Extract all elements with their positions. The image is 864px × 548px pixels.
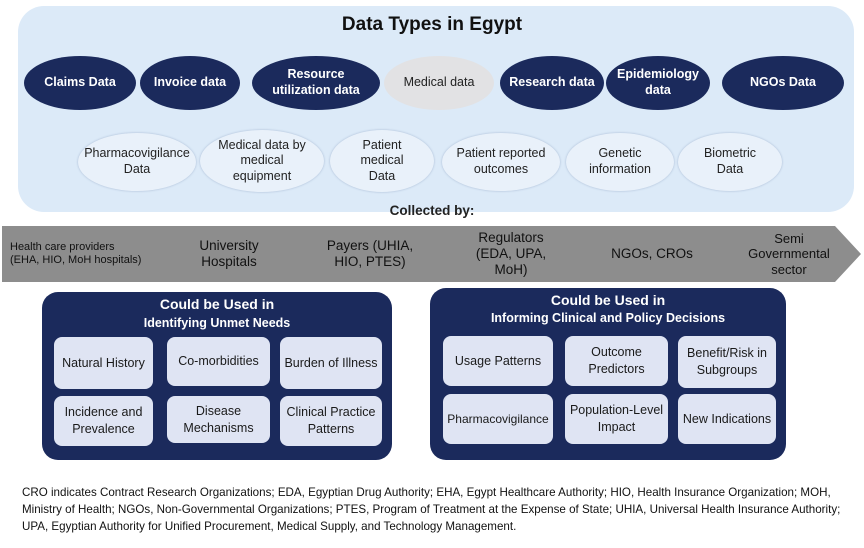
data-type-research: Research data xyxy=(500,56,604,110)
data-type-patient-reported: Patient reported outcomes xyxy=(442,133,560,191)
collected-by-label: Collected by: xyxy=(389,203,475,218)
use-outcome-predictors: Outcome Predictors xyxy=(565,336,668,386)
uses-right-heading: Could be Used in xyxy=(550,292,666,308)
abbreviations-footnote: CRO indicates Contract Research Organiza… xyxy=(22,486,841,533)
diagram-title: Data Types in Egypt xyxy=(341,14,523,35)
data-type-medical: Medical data xyxy=(384,56,494,110)
data-type-pharmacovigilance: Pharmacovigilance Data xyxy=(78,133,196,191)
use-new-indications: New Indications xyxy=(678,394,776,444)
use-pharmacovigilance: Pharmacovigilance xyxy=(443,394,553,444)
data-type-medical-equipment: Medical data by medical equipment xyxy=(200,130,324,192)
data-type-resource-utilization: Resource utilization data xyxy=(252,56,380,110)
use-disease-mechanisms: Disease Mechanisms xyxy=(167,396,270,443)
collector-university-hospitals: University Hospitals xyxy=(145,226,313,282)
uses-left-subheading: Identifying Unmet Needs xyxy=(143,316,291,330)
uses-right-subheading: Informing Clinical and Policy Decisions xyxy=(490,311,726,325)
data-type-biometric: Biometric Data xyxy=(678,133,782,191)
use-incidence-prevalence: Incidence and Prevalence xyxy=(54,396,153,446)
use-natural-history: Natural History xyxy=(54,337,153,389)
data-type-genetic: Genetic information xyxy=(566,133,674,191)
use-burden-of-illness: Burden of Illness xyxy=(280,337,382,389)
collector-ngos-cros: NGOs, CROs xyxy=(568,226,736,282)
collector-regulators: Regulators (EDA, UPA, MoH) xyxy=(427,226,595,282)
use-usage-patterns: Usage Patterns xyxy=(443,336,553,386)
use-benefit-risk-subgroups: Benefit/Risk in Subgroups xyxy=(678,336,776,388)
data-type-epidemiology: Epidemiology data xyxy=(606,56,710,110)
use-co-morbidities: Co-morbidities xyxy=(167,337,270,386)
data-type-patient-medical: Patient medical Data xyxy=(330,130,434,192)
uses-left-heading: Could be Used in xyxy=(159,296,275,312)
data-type-claims: Claims Data xyxy=(24,56,136,110)
collector-healthcare-providers: Health care providers (EHA, HIO, MoH hos… xyxy=(2,226,172,282)
data-type-invoice: Invoice data xyxy=(140,56,240,110)
use-clinical-practice-patterns: Clinical Practice Patterns xyxy=(280,396,382,446)
collector-payers: Payers (UHIA, HIO, PTES) xyxy=(286,226,454,282)
data-type-ngos: NGOs Data xyxy=(722,56,844,110)
use-population-level-impact: Population-Level Impact xyxy=(565,394,668,444)
